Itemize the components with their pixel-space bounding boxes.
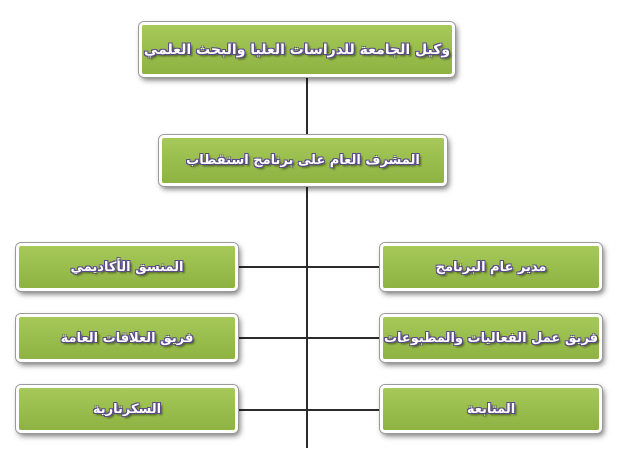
node-academic-coordinator-label: المنسق الأكاديمي (70, 259, 184, 275)
node-general-supervisor: المشرف العام على برنامج استقطاب (159, 135, 447, 186)
node-events-publications-team: فريق عمل الفعاليات والمطبوعات (380, 314, 602, 362)
node-secretariat-label: السكرتارية (92, 401, 162, 417)
connector-top-to-supervisor (306, 77, 308, 135)
node-secretariat: السكرتارية (16, 385, 238, 433)
node-follow-up: المتابعة (380, 385, 602, 433)
node-vice-president: وكيل الجامعة للدراسات العليا والبحث العل… (139, 22, 455, 77)
connector-row-2 (238, 337, 380, 339)
node-academic-coordinator: المنسق الأكاديمي (16, 243, 238, 291)
node-vice-president-label: وكيل الجامعة للدراسات العليا والبحث العل… (143, 41, 451, 58)
connector-row-1 (238, 266, 380, 268)
connector-row-3 (238, 409, 380, 411)
node-program-director-label: مدير عام البرنامج (435, 259, 547, 275)
node-program-director: مدير عام البرنامج (380, 243, 602, 291)
node-events-publications-team-label: فريق عمل الفعاليات والمطبوعات (383, 330, 599, 346)
connector-trunk (306, 186, 308, 448)
node-follow-up-label: المتابعة (466, 401, 516, 417)
node-public-relations-team: فريق العلاقات العامة (16, 314, 238, 362)
node-general-supervisor-label: المشرف العام على برنامج استقطاب (186, 153, 420, 168)
node-public-relations-team-label: فريق العلاقات العامة (60, 330, 194, 346)
